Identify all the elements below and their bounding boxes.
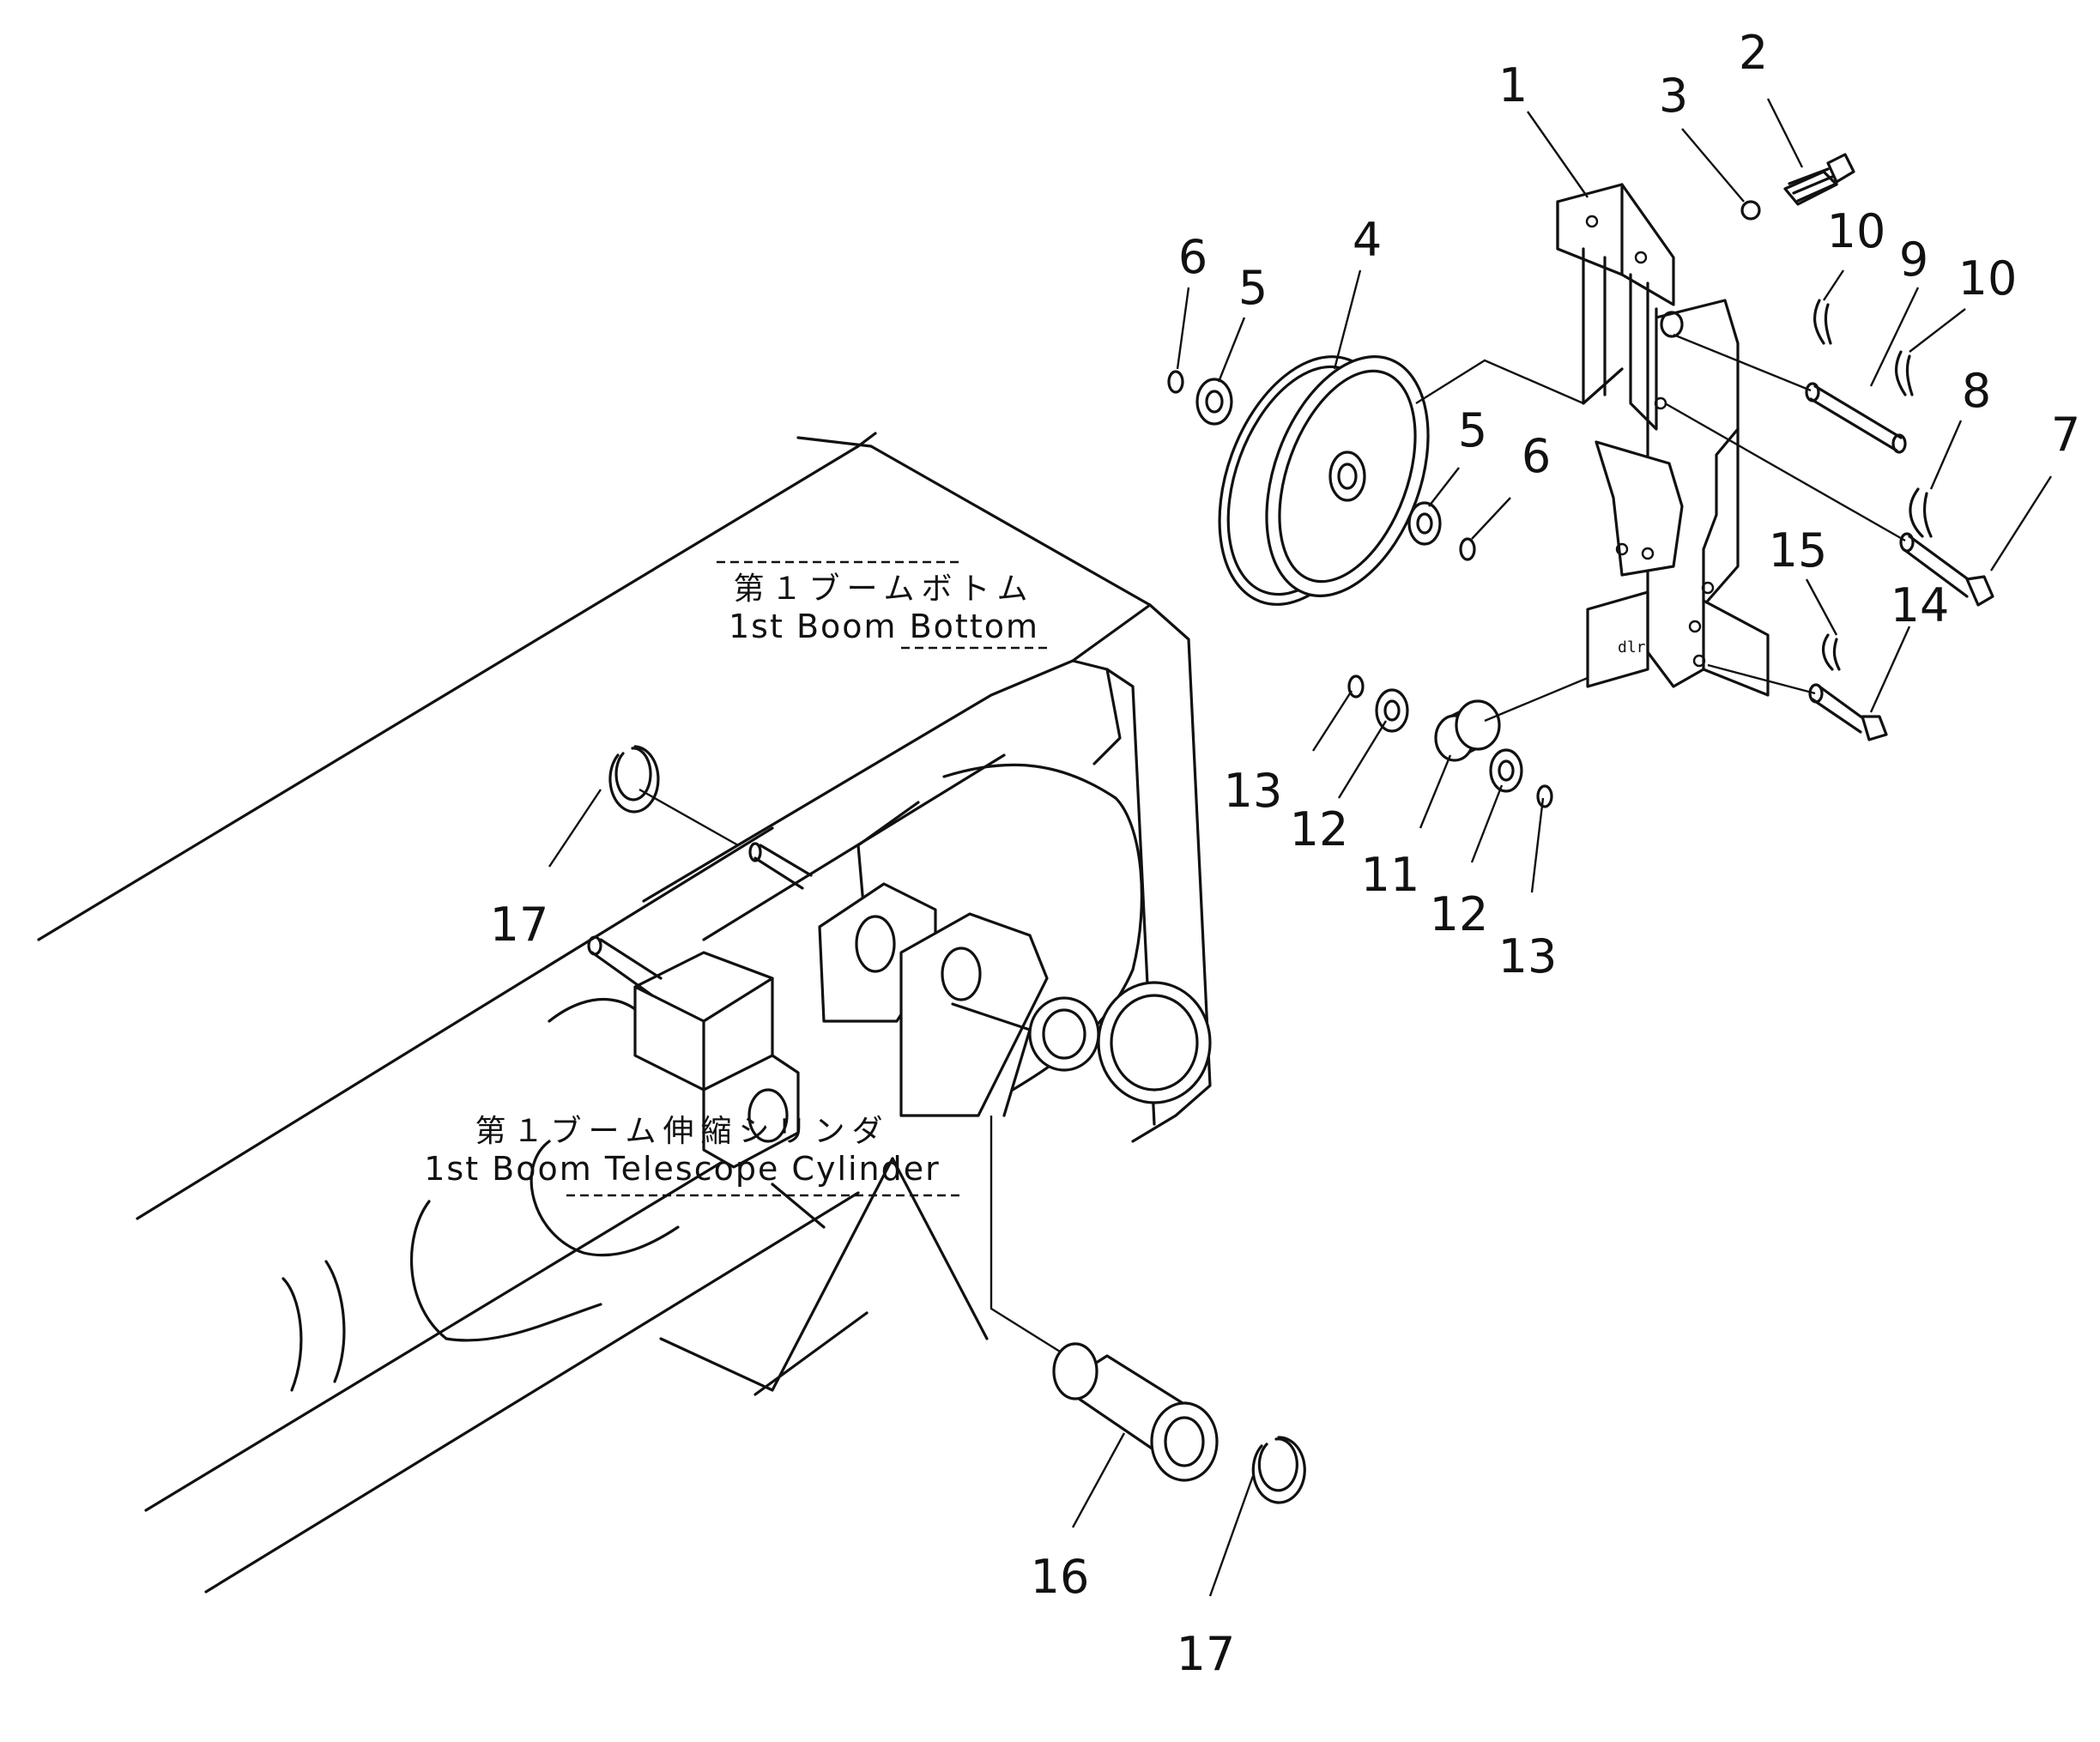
bolt-part-2: [1783, 153, 1855, 206]
roller-parts-11-12-13: [1347, 674, 1553, 808]
svg-text:dlr: dlr: [1618, 638, 1646, 656]
caption-boom-bottom: 第１ブームボトム 1st Boom Bottom: [729, 571, 1039, 647]
part-number-6b: 6: [1521, 429, 1552, 483]
assembly-lines: [638, 333, 1906, 1353]
boom-cutouts: [281, 998, 680, 1392]
washer-part-3: [1740, 200, 1761, 221]
pin-part-9: [1805, 382, 1907, 454]
bearings-part-5-6: [1167, 370, 1476, 561]
part-number-2: 2: [1738, 26, 1769, 80]
part-number-6a: 6: [1177, 230, 1208, 284]
part-number-1: 1: [1498, 58, 1528, 112]
cylinder-mount: [587, 842, 1212, 1169]
part-number-17a: 17: [489, 898, 549, 952]
boom-body: [37, 432, 1212, 1594]
part-number-3: 3: [1658, 69, 1689, 123]
sheave-part-4: [1218, 355, 1430, 606]
part-number-13b: 13: [1498, 929, 1558, 983]
part-number-4: 4: [1352, 213, 1383, 267]
snap-rings-part-17: [608, 745, 1306, 1504]
leader-lines: [548, 98, 2053, 1597]
pin-part-14: [1808, 683, 1888, 741]
part-number-11: 11: [1360, 848, 1420, 902]
pin-part-7: [1899, 532, 1994, 607]
part-number-15: 15: [1768, 523, 1828, 578]
cotter-pins: [1813, 299, 1933, 671]
part-number-7: 7: [2050, 408, 2081, 462]
caption-telescope-cylinder-jp: 第１ブーム伸縮シリンダ: [475, 1114, 890, 1149]
part-number-17b: 17: [1176, 1627, 1236, 1681]
part-number-10a: 10: [1826, 204, 1886, 258]
caption-telescope-cylinder-en: 1st Boom Telescope Cylinder: [424, 1150, 941, 1189]
part-number-14: 14: [1890, 578, 1950, 632]
sheave-bracket: dlr: [1556, 183, 1770, 697]
part-number-13a: 13: [1223, 764, 1283, 818]
caption-telescope-cylinder: 第１ブーム伸縮シリンダ 1st Boom Telescope Cylinder: [424, 1113, 941, 1189]
caption-boom-bottom-jp: 第１ブームボトム: [733, 572, 1035, 607]
part-number-5b: 5: [1457, 403, 1488, 457]
part-number-8: 8: [1961, 364, 1992, 418]
part-number-10b: 10: [1958, 251, 2018, 305]
part-number-5a: 5: [1238, 261, 1268, 315]
part-number-9: 9: [1898, 233, 1929, 287]
part-number-12b: 12: [1429, 887, 1489, 941]
part-number-12a: 12: [1289, 802, 1349, 856]
caption-boom-bottom-en: 1st Boom Bottom: [729, 608, 1039, 646]
pin-part-16: [1052, 1342, 1219, 1482]
part-number-16: 16: [1030, 1550, 1090, 1604]
